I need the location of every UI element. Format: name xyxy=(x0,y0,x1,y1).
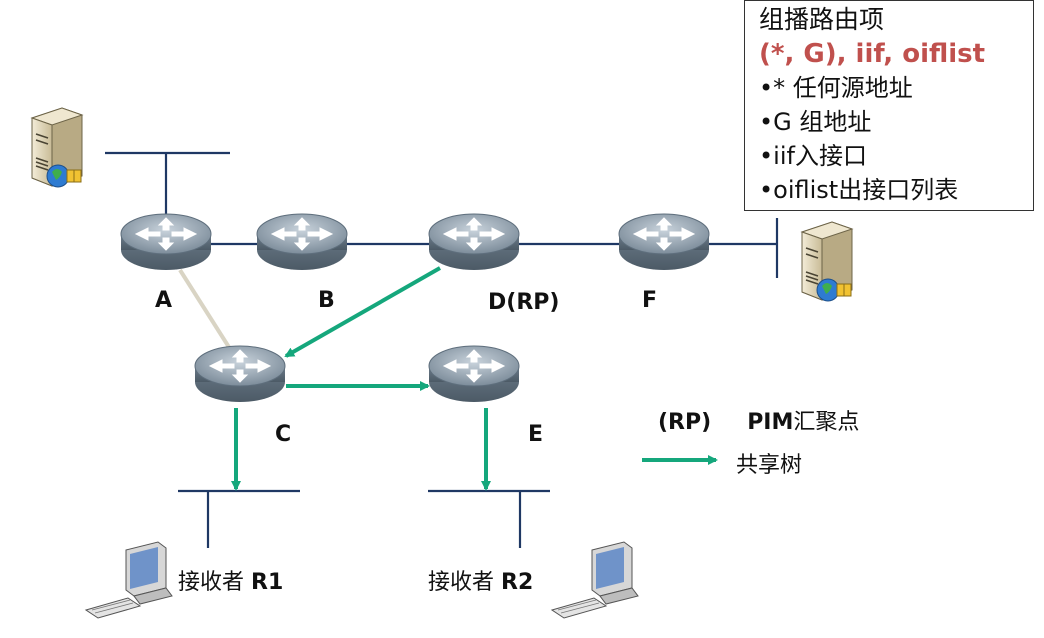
legend-rp-pim: PIM xyxy=(747,410,794,435)
router-f-icon xyxy=(618,213,710,271)
info-box-title: 组播路由项 xyxy=(759,5,885,34)
router-e-icon xyxy=(428,345,520,403)
info-item-oiflist: •oiflist出接口列表 xyxy=(759,176,959,204)
link-a-c xyxy=(178,268,234,354)
links xyxy=(105,151,779,548)
receiver-r2-pc-icon xyxy=(551,541,639,619)
router-e-label: E xyxy=(528,422,544,447)
legend-rp-abbr: (RP) xyxy=(658,410,712,435)
router-a-icon xyxy=(120,213,212,271)
legend-rp-desc: 汇聚点 xyxy=(793,410,860,435)
receiver-r1-label: 接收者 R1 xyxy=(178,564,283,596)
router-d-label: D(RP) xyxy=(488,290,560,315)
source-server-left-icon xyxy=(31,107,83,188)
tree-arrow-d-to-c xyxy=(284,266,441,358)
legend-shared-tree: 共享树 xyxy=(736,453,803,478)
router-d-icon xyxy=(428,213,520,271)
router-b-icon xyxy=(256,213,348,271)
receiver-r1-name: R1 xyxy=(251,570,284,595)
receiver-r2-name: R2 xyxy=(501,570,534,595)
route-entry-format: (*, G), iif, oiflist xyxy=(759,39,986,69)
receiver-r2-label: 接收者 R2 xyxy=(428,564,533,596)
receiver-r1-pc-icon xyxy=(85,541,173,619)
router-a-label: A xyxy=(155,288,173,313)
router-c-label: C xyxy=(275,422,292,447)
legend-rp: (RP) PIM汇聚点 xyxy=(658,404,859,436)
router-b-label: B xyxy=(318,288,335,313)
multicast-route-entry-box: 组播路由项 (*, G), iif, oiflist •* 任何源地址 •G 组… xyxy=(744,0,1034,211)
info-item-group: •G 组地址 xyxy=(759,108,872,136)
receiver-r2-prefix: 接收者 xyxy=(428,570,501,595)
info-item-iif: •iif入接口 xyxy=(759,142,867,170)
source-server-right-icon xyxy=(801,221,853,302)
router-f-label: F xyxy=(642,288,658,313)
router-c-icon xyxy=(194,345,286,403)
receiver-r1-prefix: 接收者 xyxy=(178,570,251,595)
info-item-any-source: •* 任何源地址 xyxy=(759,74,913,102)
shared-tree xyxy=(231,266,718,491)
